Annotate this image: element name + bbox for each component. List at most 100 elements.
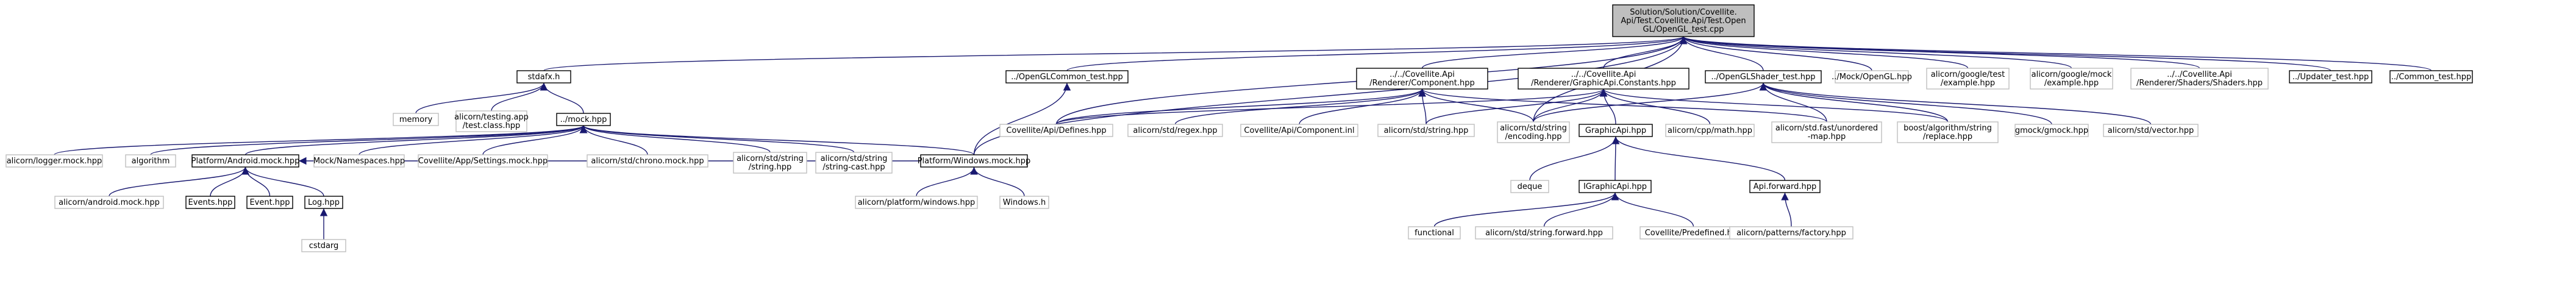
edge-root-to-component bbox=[1421, 36, 1688, 69]
node-label: alicorn/std/string bbox=[737, 154, 804, 163]
node-igraphicapi[interactable]: IGraphicApi.hpp bbox=[1579, 180, 1652, 193]
node-label: /Renderer/GraphicApi.Constants.hpp bbox=[1531, 79, 1676, 88]
node-gmockexample[interactable]: alicorn/google/mock/example.hpp bbox=[2030, 68, 2113, 90]
node-box bbox=[1408, 226, 1461, 240]
node-label: alicorn/std.fast/unordered bbox=[1775, 124, 1878, 133]
node-label: /test.class.hpp bbox=[463, 121, 521, 130]
node-box bbox=[418, 154, 548, 168]
node-settingsmock[interactable]: Covellite/App/Settings.mock.hpp bbox=[418, 154, 548, 168]
node-boostreplace[interactable]: boost/algorithm/string/replace.hpp bbox=[1897, 121, 1999, 143]
node-label: algorithm bbox=[132, 157, 170, 166]
node-box bbox=[1835, 70, 1909, 84]
node-winmock[interactable]: Platform/Windows.mock.hpp bbox=[918, 154, 1031, 168]
node-box bbox=[125, 154, 176, 168]
node-algorithm[interactable]: algorithm bbox=[125, 154, 176, 168]
node-memory[interactable]: memory bbox=[393, 113, 439, 126]
node-root[interactable]: Solution/Solution/Covellite.Api/Test.Cov… bbox=[1612, 4, 1755, 37]
edge-graphicconst-to-stringhpp bbox=[1425, 88, 1608, 125]
edge-mock-to-algorithm bbox=[150, 125, 587, 155]
edge-component-to-regex bbox=[1174, 88, 1426, 125]
node-stringforward[interactable]: alicorn/std/string.forward.hpp bbox=[1475, 226, 1613, 240]
node-regex[interactable]: alicorn/std/regex.hpp bbox=[1127, 124, 1223, 137]
node-windowsh[interactable]: Windows.h bbox=[999, 196, 1049, 209]
node-commontest[interactable]: ../Common_test.hpp bbox=[2389, 70, 2473, 84]
node-box bbox=[587, 154, 708, 168]
node-label: /string.hpp bbox=[749, 163, 792, 172]
node-openglshader[interactable]: ../OpenGLShader_test.hpp bbox=[1705, 70, 1822, 84]
node-cppmath[interactable]: alicorn/cpp/math.hpp bbox=[1665, 124, 1755, 137]
node-label: ../Updater_test.hpp bbox=[2292, 73, 2369, 82]
edge-component-to-componentinl bbox=[1299, 88, 1426, 125]
node-box bbox=[1771, 121, 1882, 143]
node-graphicconst[interactable]: ../../Covellite.Api/Renderer/GraphicApi.… bbox=[1518, 68, 1689, 90]
node-box bbox=[733, 152, 807, 174]
node-predefined[interactable]: Covellite/Predefined.hpp bbox=[1639, 226, 1747, 240]
node-defines[interactable]: Covellite/Api/Defines.hpp bbox=[999, 124, 1113, 137]
node-box bbox=[313, 154, 405, 168]
node-label: IGraphicApi.hpp bbox=[1583, 182, 1647, 191]
node-functional[interactable]: functional bbox=[1408, 226, 1461, 240]
node-encoding[interactable]: alicorn/std/string/encoding.hpp bbox=[1497, 121, 1570, 143]
node-stdstring[interactable]: alicorn/std/string/string.hpp bbox=[733, 152, 807, 174]
node-label: GraphicApi.hpp bbox=[1585, 126, 1646, 135]
node-box bbox=[1665, 124, 1755, 137]
node-graphicapi[interactable]: GraphicApi.hpp bbox=[1579, 124, 1653, 137]
node-box bbox=[191, 154, 299, 168]
edge-graphicconst-to-encoding bbox=[1533, 88, 1608, 123]
node-label: ../Mock/OpenGL.hpp bbox=[1832, 73, 1912, 82]
node-chronomock[interactable]: alicorn/std/chrono.mock.hpp bbox=[587, 154, 708, 168]
node-component[interactable]: ../../Covellite.Api/Renderer/Component.h… bbox=[1356, 68, 1488, 90]
node-box bbox=[1005, 70, 1129, 84]
edge-component-to-defines bbox=[1055, 88, 1426, 125]
edge-winmock-to-platwin bbox=[916, 166, 978, 197]
node-box bbox=[1926, 68, 2010, 90]
node-label: Mock/Namespaces.hpp bbox=[313, 157, 405, 166]
node-label: memory bbox=[399, 115, 433, 124]
node-box bbox=[999, 124, 1113, 137]
node-log[interactable]: Log.hpp bbox=[304, 196, 343, 209]
node-logger[interactable]: alicorn/logger.mock.hpp bbox=[5, 154, 103, 168]
node-updater[interactable]: ../Updater_test.hpp bbox=[2289, 70, 2372, 84]
edge-mock-to-androidmock bbox=[244, 125, 588, 155]
edge-openglcommon-to-winmock bbox=[973, 82, 1071, 155]
node-events[interactable]: Events.hpp bbox=[185, 196, 235, 209]
node-platwin[interactable]: alicorn/platform/windows.hpp bbox=[855, 196, 978, 209]
node-box bbox=[1377, 124, 1475, 137]
node-label: /Renderer/Component.hpp bbox=[1369, 79, 1474, 88]
node-factory[interactable]: alicorn/patterns/factory.hpp bbox=[1729, 226, 1854, 240]
node-componentinl[interactable]: Covellite/Api/Component.inl bbox=[1240, 124, 1358, 137]
node-cstdarg[interactable]: cstdarg bbox=[301, 239, 346, 252]
node-label: alicorn/cpp/math.hpp bbox=[1668, 126, 1752, 135]
node-mockopengl[interactable]: ../Mock/OpenGL.hpp bbox=[1832, 70, 1912, 84]
node-vector[interactable]: alicorn/std/vector.hpp bbox=[2103, 124, 2199, 137]
node-deque[interactable]: deque bbox=[1510, 180, 1549, 193]
edge-mock-to-stringcast bbox=[579, 125, 855, 153]
node-box bbox=[1749, 180, 1821, 193]
node-event[interactable]: Event.hpp bbox=[246, 196, 293, 209]
node-mock[interactable]: ../mock.hpp bbox=[556, 113, 611, 126]
node-gtestexample[interactable]: alicorn/google/test/example.hpp bbox=[1926, 68, 2010, 90]
node-apiforward[interactable]: Api.forward.hpp bbox=[1749, 180, 1821, 193]
node-stringhpp[interactable]: alicorn/std/string.hpp bbox=[1377, 124, 1475, 137]
node-label: Covellite/Api/Component.inl bbox=[1244, 126, 1354, 135]
node-testclass[interactable]: alicorn/testing.app/test.class.hpp bbox=[454, 110, 529, 132]
node-stdafx[interactable]: stdafx.h bbox=[516, 70, 571, 84]
node-box bbox=[1612, 4, 1755, 37]
node-label: Windows.h bbox=[1003, 198, 1046, 207]
node-openglcommon[interactable]: ../OpenGLCommon_test.hpp bbox=[1005, 70, 1129, 84]
node-label: stdafx.h bbox=[528, 73, 560, 82]
edge-component-to-stringhpp bbox=[1418, 88, 1427, 125]
node-shaders[interactable]: ../../Covellite.Api/Renderer/Shaders/Sha… bbox=[2130, 68, 2269, 90]
edge-mock-to-logger bbox=[54, 125, 587, 155]
node-box bbox=[455, 110, 527, 132]
node-box bbox=[1579, 124, 1653, 137]
node-alicornandroid[interactable]: alicorn/android.mock.hpp bbox=[54, 196, 164, 209]
node-label: Event.hpp bbox=[249, 198, 290, 207]
node-label: alicorn/std/regex.hpp bbox=[1133, 126, 1217, 135]
node-androidmock[interactable]: Platform/Android.mock.hpp bbox=[191, 154, 300, 168]
node-stringcast[interactable]: alicorn/std/string/string-cast.hpp bbox=[815, 152, 893, 174]
edge-mock-to-stdstring bbox=[579, 125, 771, 153]
node-gmock[interactable]: gmock/gmock.hpp bbox=[2014, 124, 2089, 137]
node-mockns[interactable]: Mock/Namespaces.hpp bbox=[313, 154, 405, 168]
node-unorderedmap[interactable]: alicorn/std.fast/unordered-map.hpp bbox=[1771, 121, 1882, 143]
